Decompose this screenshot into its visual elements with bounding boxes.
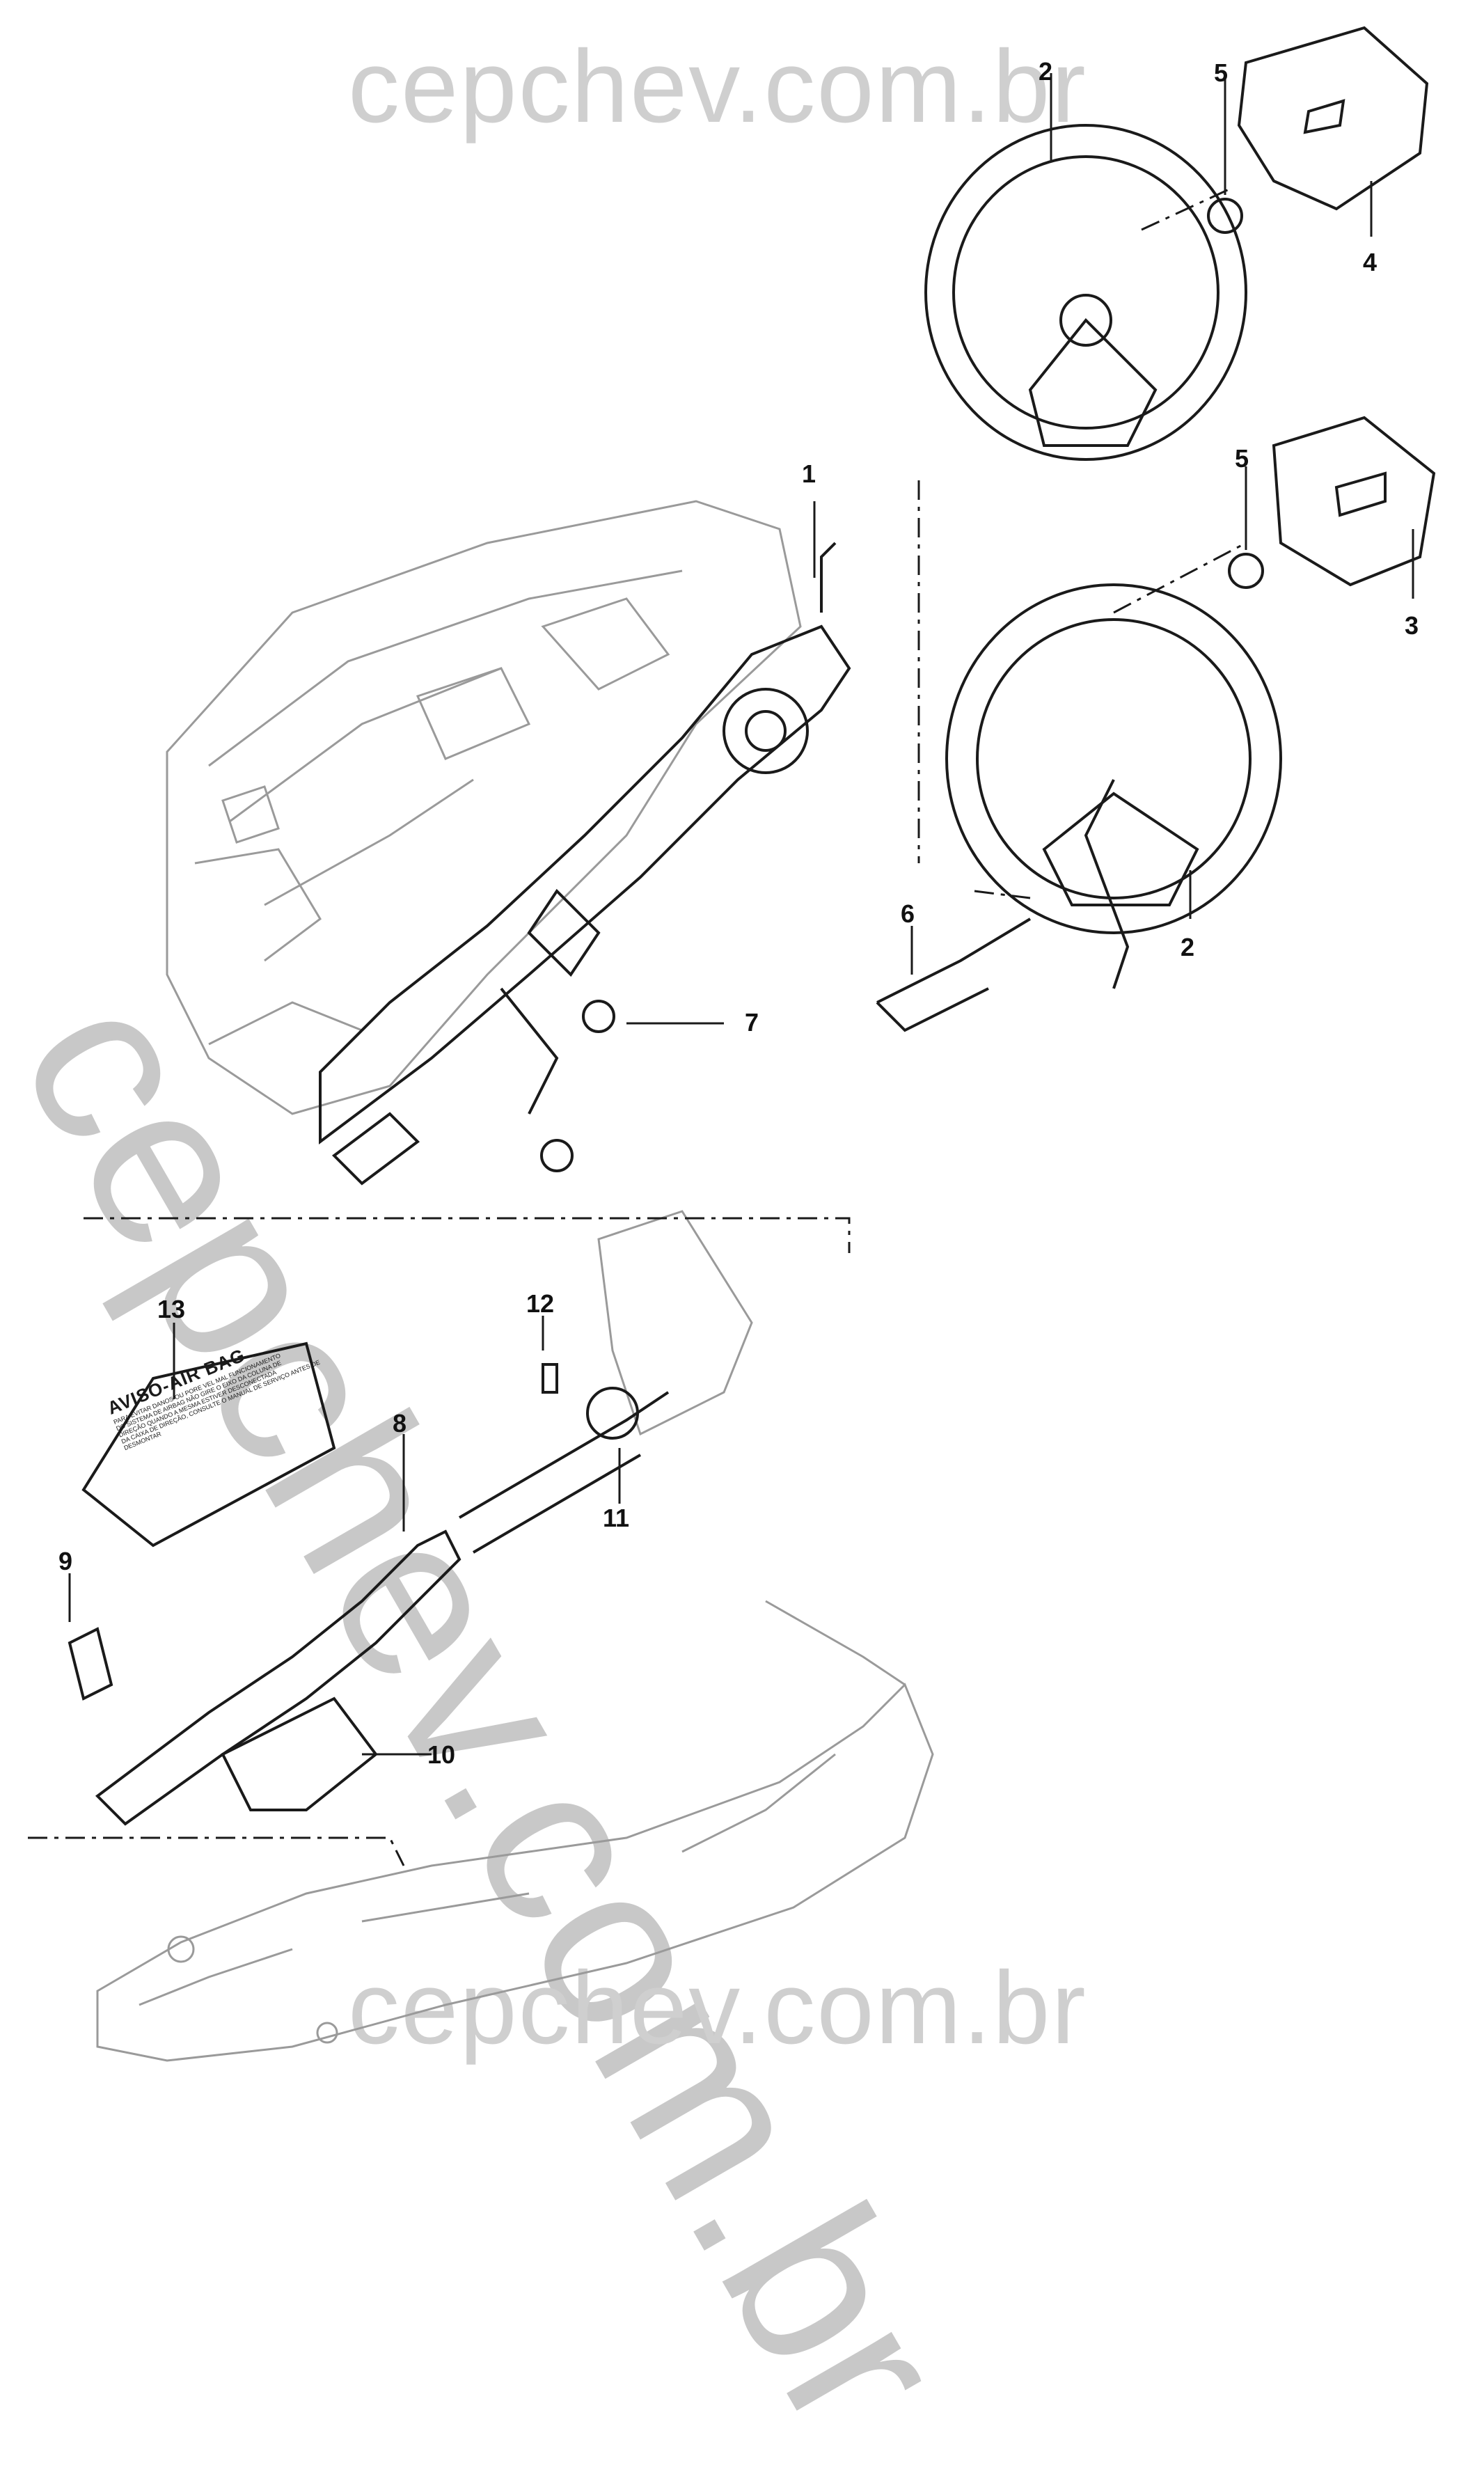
- steering-column: [319, 542, 851, 1186]
- steering-wheel-upper: [924, 124, 1247, 461]
- callout-label: 2: [1181, 933, 1195, 961]
- dashboard-outline: [166, 500, 802, 1115]
- small-parts: [540, 198, 1264, 1394]
- exploded-parts-diagram: cepchev.com.br cepchev.com.br cepchev.co…: [0, 26, 1436, 2470]
- callout-label: 5: [1235, 444, 1249, 473]
- callout-label: 5: [1214, 58, 1229, 87]
- callout-label: 7: [745, 1008, 759, 1037]
- callout-label: 3: [1405, 611, 1419, 640]
- steering-wheel-lower: [945, 583, 1282, 989]
- callout-label: 1: [802, 459, 816, 488]
- airbag-module-4: [1237, 26, 1429, 211]
- callout-label: 12: [526, 1289, 555, 1318]
- diagram-drawing: [28, 26, 1436, 2062]
- callout-label: 13: [157, 1295, 186, 1323]
- callout-label: 6: [901, 899, 915, 928]
- floor-outline: [96, 1210, 934, 2062]
- airbag-module-3: [1272, 416, 1436, 587]
- leader-lines: [68, 73, 1414, 1756]
- callout-label: 9: [58, 1547, 73, 1575]
- callout-label: 10: [427, 1740, 456, 1769]
- callout-label: 11: [603, 1504, 630, 1532]
- assembly-dash-lines: [28, 187, 1247, 1866]
- callout-label: 4: [1363, 248, 1378, 276]
- callout-label: 8: [393, 1409, 407, 1438]
- warning-label-13: [81, 1341, 336, 1548]
- callout-label: 2: [1039, 57, 1053, 86]
- intermediate-shaft: [68, 1387, 670, 1826]
